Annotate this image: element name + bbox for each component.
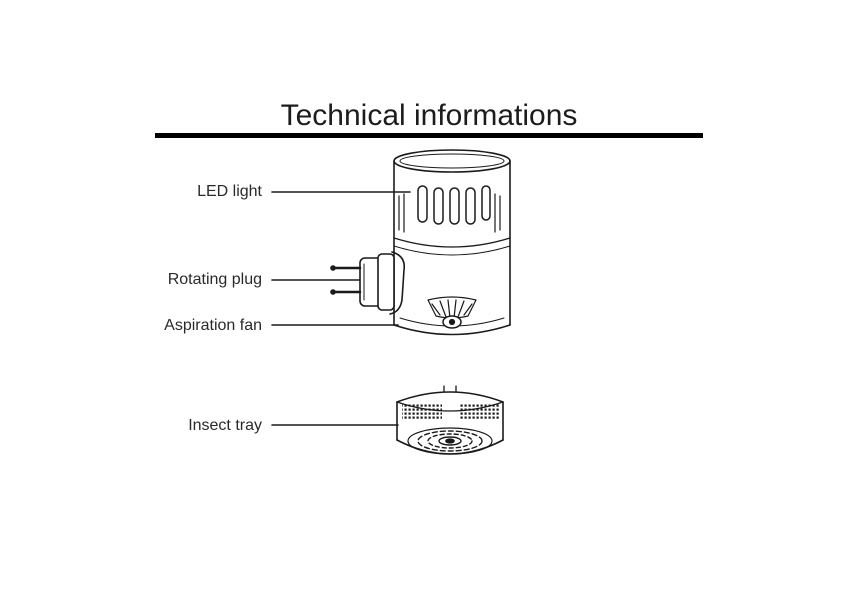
rotating-plug	[330, 251, 406, 315]
insect-tray	[396, 385, 504, 455]
tray-vent-dots	[402, 404, 500, 420]
title-rule	[155, 133, 703, 138]
label-rotating-plug: Rotating plug	[167, 271, 262, 288]
label-led-light: LED light	[197, 183, 262, 200]
label-aspiration-fan: Aspiration fan	[164, 317, 262, 334]
led-light-slots	[398, 185, 501, 233]
aspiration-fan	[427, 296, 477, 329]
label-insect-tray: Insect tray	[188, 417, 262, 434]
page-title: Technical informations	[280, 99, 578, 132]
trap-body	[393, 149, 511, 336]
